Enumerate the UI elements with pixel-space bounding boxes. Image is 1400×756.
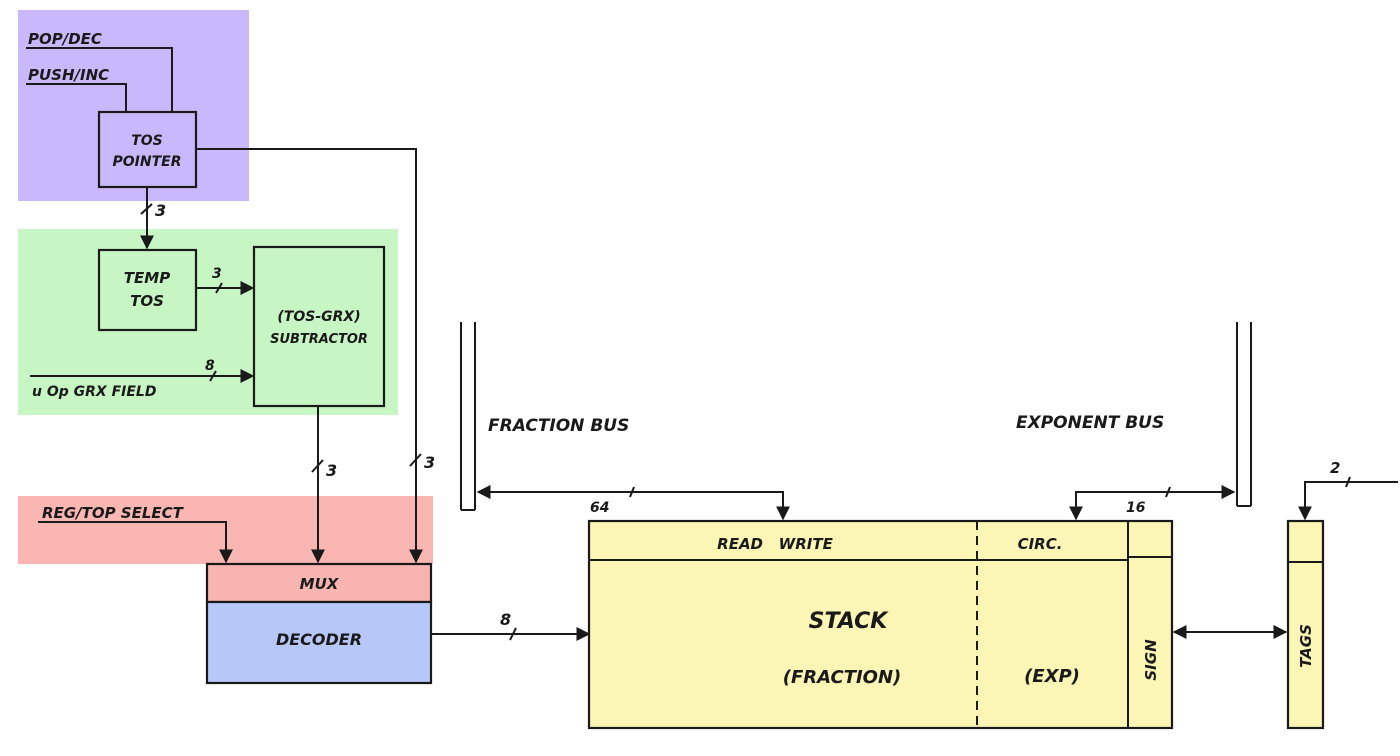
tos-pointer-block — [99, 112, 196, 187]
tos-width-label: 3 — [155, 201, 166, 220]
push-inc-label: PUSH/INC — [28, 66, 109, 84]
temp-tos-label-2: TOS — [130, 292, 164, 310]
uop-width-label: 8 — [205, 358, 215, 374]
mux-label: MUX — [300, 575, 340, 593]
temp-tos-label-1: TEMP — [124, 269, 170, 287]
tos-pointer-label-2: POINTER — [113, 154, 182, 170]
decoder-label: DECODER — [276, 630, 362, 649]
uop-field-label: u Op GRX FIELD — [32, 384, 156, 400]
stack-title-label: STACK — [809, 609, 890, 634]
stack-circ-label: CIRC. — [1018, 535, 1063, 553]
temp-sub-width-label: 3 — [212, 266, 222, 282]
sub-mux-width-label: 3 — [326, 461, 337, 480]
temp-tos-block — [99, 250, 196, 330]
exponent-bus-label: EXPONENT BUS — [1016, 413, 1164, 433]
tos-mux-width-label: 3 — [424, 453, 435, 472]
decoder-width-label: 8 — [500, 610, 511, 629]
tags-label: TAGS — [1297, 624, 1315, 668]
stack-sign-label: SIGN — [1142, 639, 1160, 681]
reg-top-select-label: REG/TOP SELECT — [42, 504, 185, 522]
tags-width-label: 2 — [1330, 459, 1340, 477]
pop-dec-label: POP/DEC — [28, 30, 102, 48]
stack-exp-label: (EXP) — [1024, 666, 1080, 687]
tos-pointer-label-1: TOS — [131, 133, 163, 149]
stack-fraction-label: (FRACTION) — [783, 667, 902, 688]
exponent-bus-wire — [1076, 492, 1234, 519]
exponent-width-label: 16 — [1126, 500, 1146, 516]
subtractor-label-1: (TOS-GRX) — [277, 309, 360, 325]
subtractor-label-2: SUBTRACTOR — [270, 332, 368, 347]
fraction-width-label: 64 — [590, 500, 609, 516]
stack-read-write-label: READ WRITE — [717, 535, 833, 553]
tags-input-wire — [1305, 482, 1398, 519]
subtractor-block — [254, 247, 384, 406]
fraction-bus-label: FRACTION BUS — [488, 416, 629, 436]
